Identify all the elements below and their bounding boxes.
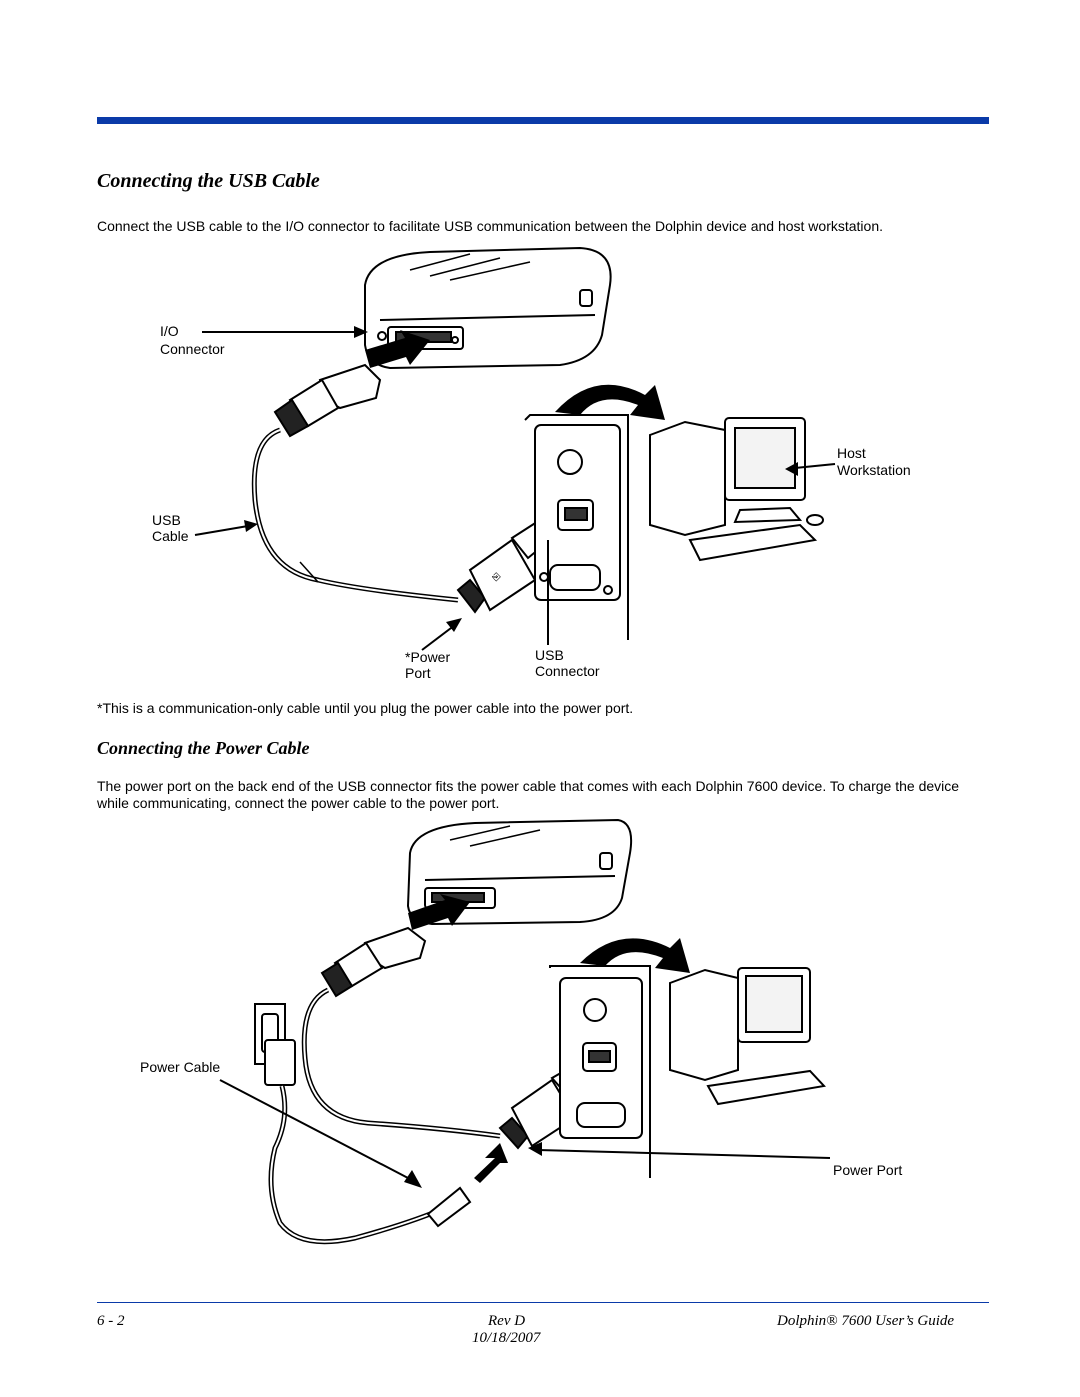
footer-date: 10/18/2007: [472, 1330, 541, 1346]
computer-illustration: [649, 417, 824, 562]
header-rule: [97, 117, 989, 124]
usb-intro-text: Connect the USB cable to the I/O connect…: [97, 218, 883, 234]
power-port-label-1: *Power: [405, 649, 450, 665]
host-panel-illustration-2: [549, 965, 651, 1178]
footer-guide-title: Dolphin® 7600 User’s Guide: [777, 1313, 955, 1329]
usb-cable-label-1: USB: [152, 512, 181, 528]
power-cable-figure: Power Cable Power Port: [140, 818, 902, 1245]
wall-outlet-illustration: [254, 1003, 296, 1086]
power-intro-text: The power port on the back end of the US…: [97, 778, 960, 811]
power-port-label: Power Port: [833, 1162, 902, 1178]
insert-arrow: [365, 330, 430, 368]
section-title-usb: Connecting the USB Cable: [97, 170, 320, 192]
io-connector-label-2: Connector: [160, 341, 225, 357]
host-panel-illustration: [524, 414, 629, 640]
usb-connector-label-1: USB: [535, 647, 564, 663]
swap-arrow: [555, 384, 665, 420]
power-plug-illustration: [426, 1186, 472, 1228]
usb-connector-label-2: Connector: [535, 663, 600, 679]
footer-page-number: 6 - 2: [97, 1313, 125, 1329]
io-plug-illustration: [273, 363, 382, 438]
power-cable-label: Power Cable: [140, 1059, 220, 1075]
host-workstation-label-1: Host: [837, 445, 866, 461]
section-title-power: Connecting the Power Cable: [97, 738, 310, 758]
communication-note: *This is a communication-only cable unti…: [97, 700, 634, 716]
usb-cable-figure: I/O Connector ⎆ USB Cable: [152, 246, 911, 681]
dolphin-device-illustration: [364, 246, 612, 370]
io-connector-label-1: I/O: [160, 323, 179, 339]
io-pointer-arrow: [354, 326, 368, 338]
svg-text:⎆: ⎆: [492, 571, 501, 583]
footer-revision: Rev D: [488, 1313, 526, 1329]
footer-rule: [97, 1302, 989, 1303]
usb-cable-line: [251, 427, 459, 603]
computer-illustration-2: [669, 967, 826, 1106]
host-workstation-label-2: Workstation: [837, 462, 911, 478]
usb-cable-label-2: Cable: [152, 528, 189, 544]
power-port-label-2: Port: [405, 665, 431, 681]
